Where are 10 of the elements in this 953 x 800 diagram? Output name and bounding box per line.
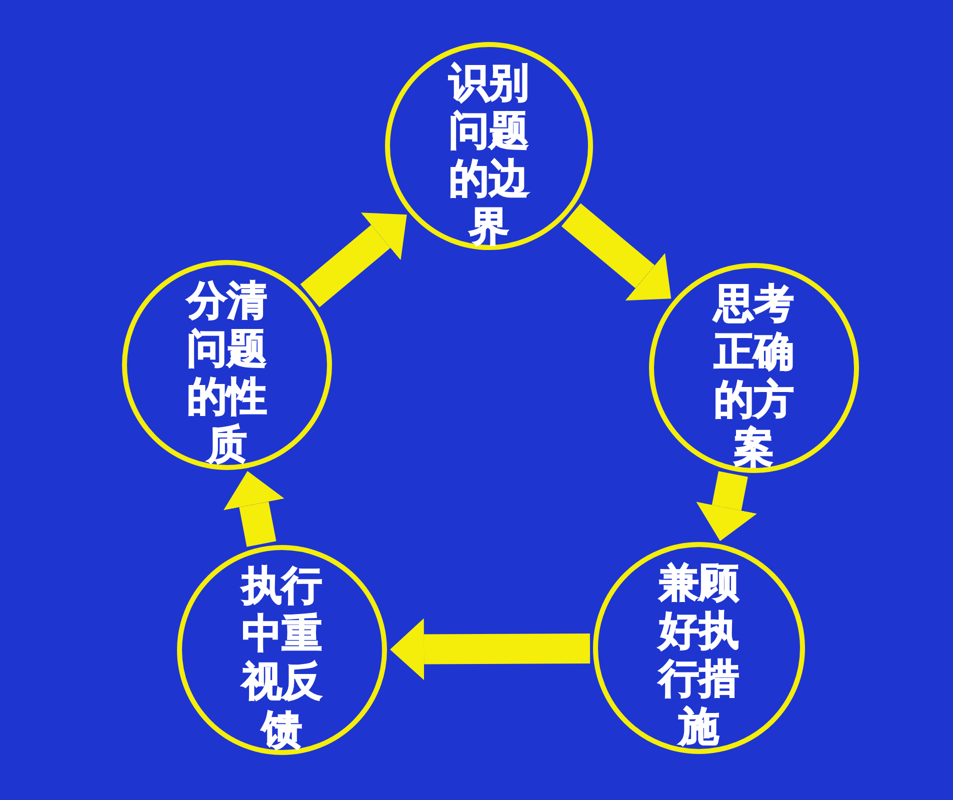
- step-circle: 识别问题的边界: [385, 42, 593, 250]
- step-circle: 思考正确的方案: [649, 263, 859, 473]
- block-arrow: [561, 203, 672, 301]
- block-arrow: [300, 212, 407, 308]
- block-arrow: [223, 471, 284, 547]
- step-circle: 兼顾好执行措施: [593, 542, 805, 754]
- step-circle: 执行中重视反馈: [177, 545, 387, 755]
- block-arrow: [696, 471, 758, 542]
- step-circle: 分清问题的性质: [122, 260, 332, 470]
- block-arrow: [390, 618, 590, 680]
